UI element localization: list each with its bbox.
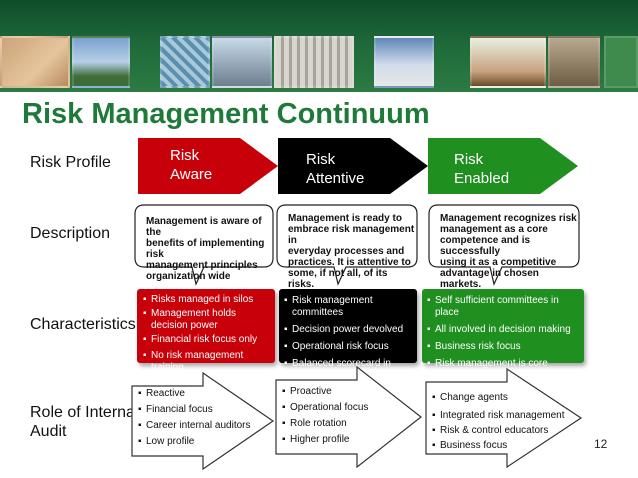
stage-label-line2: Enabled	[454, 170, 510, 187]
role-item: Reactive	[138, 388, 268, 400]
role-item: Career internal auditors	[138, 420, 268, 432]
characteristic-item: Business risk focus	[427, 341, 583, 353]
role-item: Business focus	[432, 440, 580, 452]
characteristic-item: Operational risk focus	[284, 341, 414, 353]
binary-code-tile	[0, 36, 70, 88]
stage-label-line1: Risk	[170, 147, 200, 164]
chevron-shape	[278, 138, 428, 194]
row-label-role-line2: Audit	[30, 423, 67, 440]
description-bubble-aware: Management is aware of the benefits of i…	[134, 204, 274, 286]
row-label-characteristics: Characteristics	[30, 316, 136, 333]
stage-chevron-aware: Risk Aware	[138, 138, 280, 194]
description-text: Management is aware of the benefits of i…	[146, 216, 265, 282]
characteristic-item: Risk management is core competence	[427, 358, 583, 382]
role-item: Low profile	[138, 436, 268, 448]
description-text: Management is ready to embrace risk mana…	[288, 213, 415, 290]
white-house-tile	[72, 36, 130, 88]
characteristic-item: Balanced scorecard in place	[284, 358, 414, 382]
row-label-description: Description	[30, 225, 111, 242]
speech-bubble-shape	[134, 204, 274, 286]
characteristic-item: Risks managed in silos	[143, 294, 271, 306]
role-item: Risk & control educators	[432, 425, 580, 437]
role-arrow-attentive: Proactive Operational focus Role rotatio…	[275, 366, 423, 468]
description-text: Management recognizes risk management as…	[440, 213, 577, 290]
statue-tile	[212, 36, 272, 88]
arch-tile	[548, 36, 600, 88]
role-arrow-enabled: Change agents Integrated risk management…	[425, 368, 583, 468]
speech-bubble-shape	[276, 204, 418, 286]
characteristics-panel-attentive: Risk management committees Decision powe…	[279, 289, 417, 381]
characteristic-item: All involved in decision making	[427, 324, 583, 336]
role-item: Change agents	[432, 392, 580, 404]
role-item: Proactive	[282, 386, 416, 398]
stage-label-line1: Risk	[454, 151, 484, 168]
characteristic-item: Risk management committees	[284, 295, 414, 319]
characteristic-item: Decision power devolved	[284, 324, 414, 336]
role-item: Integrated risk management	[432, 410, 580, 422]
role-arrow-aware: Reactive Financial focus Career internal…	[131, 372, 275, 470]
stage-label-line1: Risk	[306, 151, 336, 168]
row-label-risk-profile: Risk Profile	[30, 154, 111, 171]
photo-strip	[0, 36, 638, 92]
characteristics-panel-enabled: Self sufficient committees in place All …	[422, 289, 584, 381]
chevron-shape	[138, 138, 278, 194]
role-item: Financial focus	[138, 404, 268, 416]
green-tile	[604, 36, 638, 88]
characteristic-item: Self sufficient committees in place	[427, 295, 583, 319]
building-grid-tile	[160, 36, 210, 88]
characteristic-item: No risk management training	[143, 350, 271, 374]
description-bubble-attentive: Management is ready to embrace risk mana…	[276, 204, 418, 290]
speech-bubble-shape	[428, 204, 580, 286]
stage-label-line2: Attentive	[306, 170, 365, 187]
role-item: Role rotation	[282, 418, 416, 430]
role-item: Higher profile	[282, 434, 416, 446]
chevron-shape	[428, 138, 578, 194]
characteristics-panel-aware: Risks managed in silos Management holds …	[137, 289, 275, 373]
description-bubble-enabled: Management recognizes risk management as…	[428, 204, 580, 290]
characteristic-item: Financial risk focus only	[143, 334, 271, 346]
capitol-tile	[374, 36, 434, 88]
columns-building-tile	[274, 36, 354, 88]
stage-chevron-enabled: Risk Enabled	[428, 138, 580, 194]
page-number: 12	[594, 437, 608, 451]
hands-tile	[470, 36, 546, 88]
page-title: Risk Management Continuum	[22, 98, 430, 130]
header-banner	[0, 0, 638, 92]
stage-label-line2: Aware	[170, 166, 213, 183]
stage-chevron-attentive: Risk Attentive	[278, 138, 430, 194]
characteristic-item: Management holds decision power	[143, 308, 271, 332]
role-item: Operational focus	[282, 402, 416, 414]
row-label-role-line1: Role of Internal	[30, 404, 139, 421]
